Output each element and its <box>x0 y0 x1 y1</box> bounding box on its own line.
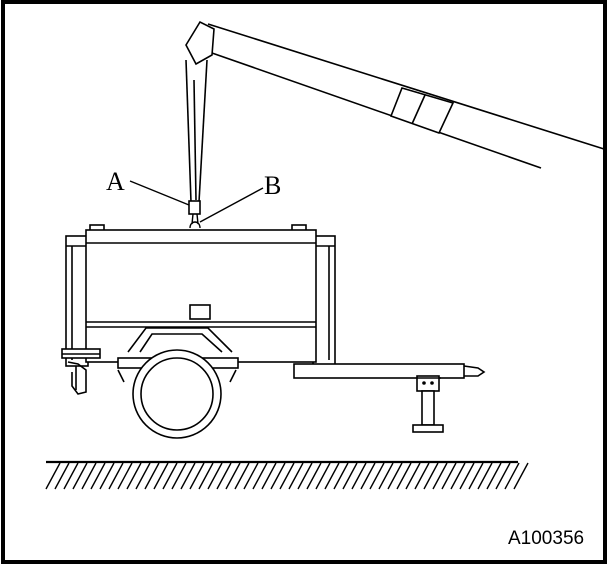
ground-hatch-line <box>351 462 367 490</box>
ground-hatch-line <box>252 462 268 490</box>
ground-hatch-line <box>162 462 178 490</box>
ground-hatch-line <box>81 462 97 490</box>
ground-hatch-line <box>342 462 358 490</box>
ground-hatch-line <box>387 462 403 490</box>
ground-hatch-line <box>378 462 394 490</box>
callout-a-label: A <box>106 167 125 196</box>
ground-hatch-line <box>171 462 187 490</box>
ground-hatch-line <box>306 462 322 490</box>
ground-hatch-line <box>513 462 529 490</box>
left-end-frame <box>65 235 89 367</box>
ground <box>45 460 529 490</box>
hook-a <box>188 200 201 215</box>
compressor-unit <box>61 224 486 439</box>
callout-b-label: B <box>264 171 281 200</box>
wheel-rim <box>140 357 214 431</box>
ground-hatch-line <box>468 462 484 490</box>
fender-outer <box>127 327 233 353</box>
ground-hatch-line <box>45 462 61 490</box>
fender-inner <box>139 333 223 353</box>
ground-hatch-line <box>99 462 115 490</box>
lifting-sling <box>185 59 208 203</box>
lifting-eye-b <box>189 213 201 229</box>
ground-hatch-line <box>144 462 160 490</box>
ground-hatch-line <box>189 462 205 490</box>
drawbar <box>293 363 465 379</box>
ground-hatch-line <box>486 462 502 490</box>
ground-hatch-line <box>297 462 313 490</box>
ground-hatch-line <box>207 462 223 490</box>
main-housing <box>85 229 317 363</box>
ground-hatch-line <box>369 462 385 490</box>
ground-hatch-line <box>459 462 475 490</box>
ground-hatch-line <box>126 462 142 490</box>
ground-hatch-line <box>315 462 331 490</box>
ground-hatch-line <box>108 462 124 490</box>
ground-hatch-line <box>234 462 250 490</box>
ground-hatch-line <box>432 462 448 490</box>
ground-hatch-line <box>117 462 133 490</box>
control-panel-window <box>189 304 211 320</box>
ground-hatch-line <box>360 462 376 490</box>
ground-hatch-line <box>54 462 70 490</box>
ground-hatch-line <box>333 462 349 490</box>
ground-hatch-line <box>153 462 169 490</box>
ground-hatch-line <box>423 462 439 490</box>
wheel-tire <box>132 349 222 439</box>
callout-a-leader <box>129 180 190 206</box>
ground-hatch-line <box>450 462 466 490</box>
ground-hatch-line <box>198 462 214 490</box>
figure-id: A100356 <box>508 528 584 549</box>
ground-hatch-line <box>288 462 304 490</box>
ground-hatch-line <box>504 462 520 490</box>
crane-boom <box>185 20 605 169</box>
tow-ring <box>67 361 87 395</box>
ground-hatch-line <box>405 462 421 490</box>
ground-hatch-line <box>63 462 79 490</box>
ground-hatch-line <box>243 462 259 490</box>
callout-b-leader <box>199 187 264 223</box>
jockey-leg-tube <box>421 390 435 426</box>
ground-hatch-line <box>270 462 286 490</box>
ground-hatch-line <box>441 462 457 490</box>
drawbar-coupling <box>463 365 486 377</box>
jockey-leg-foot <box>412 424 444 433</box>
ground-hatch-line <box>261 462 277 490</box>
ground-hatch-line <box>225 462 241 490</box>
ground-hatch-line <box>495 462 511 490</box>
ground-hatch-line <box>216 462 232 490</box>
ground-hatch-line <box>135 462 151 490</box>
ground-hatch-line <box>477 462 493 490</box>
ground-hatch-line <box>72 462 88 490</box>
ground-hatch-line <box>324 462 340 490</box>
ground-hatch-line <box>414 462 430 490</box>
ground-hatch-line <box>90 462 106 490</box>
ground-hatch-line <box>180 462 196 490</box>
ground-hatch-line <box>396 462 412 490</box>
ground-hatch-line <box>279 462 295 490</box>
